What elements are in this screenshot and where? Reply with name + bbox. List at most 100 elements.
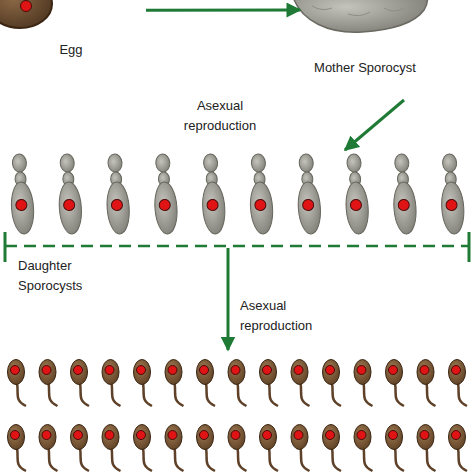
- cercaria: [449, 425, 468, 472]
- cercaria: [260, 425, 279, 472]
- red-dot: [200, 431, 209, 440]
- daughter-sporocyst: [151, 153, 179, 234]
- cercaria-body: [386, 360, 403, 385]
- arrow-line: [227, 248, 230, 350]
- cercaria-body: [102, 425, 119, 450]
- cercaria: [386, 360, 405, 407]
- red-dot: [446, 199, 458, 211]
- daughter-sporocyst-group: Daughter Sporocysts: [0, 150, 474, 295]
- cercaria: [354, 425, 373, 472]
- sporocyst-body: [58, 181, 84, 234]
- cercaria-body: [165, 425, 182, 450]
- red-dot: [254, 199, 266, 211]
- red-dot: [294, 366, 303, 375]
- cercaria-body: [197, 360, 214, 385]
- daughter-sporocyst: [56, 153, 84, 234]
- red-dot: [420, 366, 429, 375]
- dashed-line: [5, 245, 469, 248]
- cercaria-tail: [175, 383, 184, 406]
- cercaria-body: [386, 425, 403, 450]
- sporocyst-body: [153, 181, 179, 234]
- sporocyst-body: [392, 181, 418, 234]
- cercaria-tail: [206, 448, 215, 471]
- cercaria: [134, 360, 153, 407]
- red-dot: [326, 366, 335, 375]
- cercaria-body: [323, 425, 340, 450]
- cercaria-body: [165, 360, 182, 385]
- cercaria: [165, 425, 184, 472]
- cercaria-tail: [364, 448, 373, 471]
- cercaria-tail: [17, 383, 26, 406]
- cercaria: [354, 360, 373, 407]
- red-dot: [15, 199, 27, 211]
- cercaria-tail: [458, 448, 467, 471]
- red-dot: [263, 366, 272, 375]
- daughter-sporocyst: [295, 153, 323, 234]
- red-dot: [420, 431, 429, 440]
- cercaria-tail: [238, 383, 247, 406]
- red-dot: [11, 366, 20, 375]
- sporocyst-head: [107, 154, 122, 173]
- cercaria: [291, 425, 310, 472]
- group-bracket: [5, 232, 469, 262]
- cercaria-body: [228, 425, 245, 450]
- cercaria-body: [449, 360, 466, 385]
- cercaria: [134, 425, 153, 472]
- cercaria-tail: [427, 448, 436, 471]
- red-dot: [74, 366, 83, 375]
- cercaria-body: [417, 425, 434, 450]
- sporocyst-body: [201, 181, 227, 234]
- red-dot: [231, 431, 240, 440]
- cercaria-tail: [301, 383, 310, 406]
- cercaria-tail: [301, 448, 310, 471]
- cercaria-body: [260, 360, 277, 385]
- cercaria-tail: [17, 448, 26, 471]
- cercaria: [323, 360, 342, 407]
- egg-illustration: [0, 0, 52, 28]
- cercaria-tail: [395, 383, 404, 406]
- red-dot: [137, 366, 146, 375]
- sporocyst-body: [249, 181, 275, 234]
- cercaria-body: [71, 425, 88, 450]
- cercaria-body: [291, 425, 308, 450]
- cercaria-body: [134, 425, 151, 450]
- process-arrow: [345, 100, 404, 150]
- cercaria: [323, 425, 342, 472]
- red-dot: [294, 431, 303, 440]
- red-dot: [137, 431, 146, 440]
- cercaria-body: [197, 425, 214, 450]
- cercaria-tail: [332, 448, 341, 471]
- cercaria: [102, 360, 121, 407]
- cercaria-body: [71, 360, 88, 385]
- body-texture: [312, 6, 404, 16]
- sporocyst-body: [440, 181, 466, 234]
- red-dot: [42, 431, 51, 440]
- cercaria-rows: [8, 360, 468, 472]
- sporocyst-head: [203, 154, 218, 173]
- red-dot: [350, 199, 362, 211]
- cercaria: [417, 425, 436, 472]
- cercaria-body: [39, 360, 56, 385]
- sporocyst-body: [10, 181, 36, 234]
- cercaria-tail: [427, 383, 436, 406]
- sporocyst-head: [155, 154, 170, 173]
- cercaria-body: [134, 360, 151, 385]
- red-dot: [357, 366, 366, 375]
- cercaria-tail: [269, 448, 278, 471]
- cercaria-body: [449, 425, 466, 450]
- cercaria-tail: [49, 383, 58, 406]
- process-arrow: [146, 9, 300, 12]
- red-dot: [231, 366, 240, 375]
- red-dot: [21, 1, 32, 12]
- cercaria: [71, 425, 90, 472]
- process-label: Asexual reproduction: [240, 296, 340, 336]
- daughter-sporocyst: [199, 153, 227, 234]
- cercaria-tail: [175, 448, 184, 471]
- daughter-sporocyst: [390, 153, 418, 234]
- red-dot: [207, 199, 219, 211]
- red-dot: [200, 366, 209, 375]
- cercaria-tail: [395, 448, 404, 471]
- cercaria-body: [102, 360, 119, 385]
- red-dot: [452, 431, 461, 440]
